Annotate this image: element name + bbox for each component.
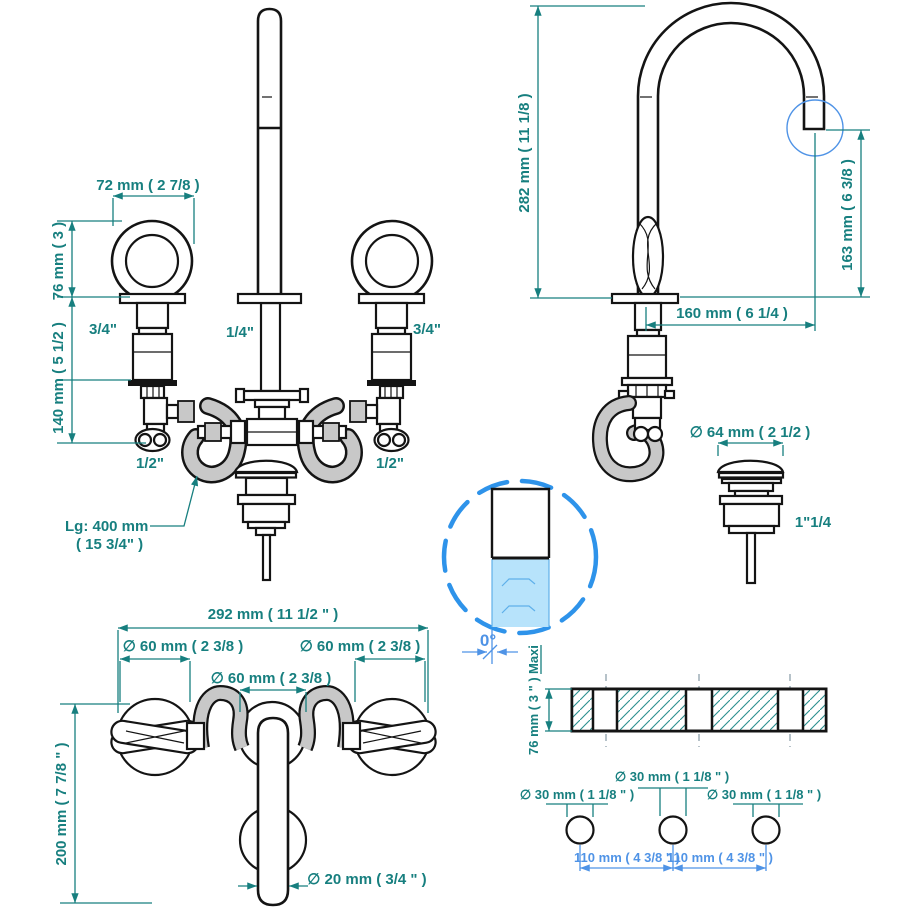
- dimension-spout-reach: 160 mm ( 6 1/4 ): [645, 133, 816, 331]
- label-spacing-left: 110 mm ( 4 3/8 " ): [574, 850, 680, 865]
- label-left-bottom: 1/2": [136, 455, 164, 472]
- dimension-spout-height: 163 mm ( 6 3/8 ): [680, 129, 870, 298]
- gooseneck-spout: [631, 1, 826, 301]
- left-handle-top: [110, 693, 242, 775]
- dimension-heights-left: 76 mm ( 3 ) 140 mm ( 5 1/2 ): [50, 220, 146, 444]
- label-waste-diameter: ∅ 64 mm ( 2 1/2 ): [690, 424, 811, 441]
- label-overall-width: 292 mm ( 11 1/2 " ): [208, 606, 339, 623]
- front-view: 72 mm ( 2 7/8 ) 76 mm ( 3 ) 140 mm ( 5 1…: [50, 7, 441, 582]
- dimension-waste-diameter: ∅ 64 mm ( 2 1/2 ) 1"1/4: [690, 424, 832, 531]
- label-width-top: 72 mm ( 2 7/8 ): [96, 177, 199, 194]
- pop-up-drain-front: [233, 459, 299, 582]
- dimension-hole-center: ∅ 30 mm ( 1 1/8 " ): [615, 769, 729, 816]
- label-spacing-right: 110 mm ( 4 3/8 " ): [667, 850, 773, 865]
- label-right-handle-diameter: ∅ 60 mm ( 2 3/8 ): [300, 638, 421, 655]
- pop-up-drain-side: [716, 459, 785, 585]
- label-spout-tube-diameter: ∅ 20 mm ( 3/4 " ): [307, 871, 426, 888]
- label-hose-length-inches: ( 15 3/4" ): [76, 536, 143, 553]
- flexible-hose-side: [591, 395, 665, 483]
- escutcheons: [118, 292, 426, 305]
- label-left-handle-diameter: ∅ 60 mm ( 2 3/8 ): [123, 638, 244, 655]
- spout-column: [256, 7, 283, 393]
- label-center-inlet: 1/4": [226, 324, 254, 341]
- label-hole-right: ∅ 30 mm ( 1 1/8 " ): [707, 787, 821, 802]
- angle-annotation: 0°: [462, 630, 518, 664]
- dimension-hole-spacing: 110 mm ( 4 3/8 " ) 110 mm ( 4 3/8 " ): [574, 845, 773, 872]
- dimension-depth: 200 mm ( 7 7/8 " ): [53, 703, 152, 904]
- label-height-under: 140 mm ( 5 1/2 ): [50, 322, 67, 434]
- center-tee-assembly: [196, 387, 348, 447]
- top-view: 292 mm ( 11 1/2 " ) ∅ 60 mm ( 2 3/8 ) ∅ …: [53, 606, 437, 907]
- left-valve-assembly: [126, 301, 196, 453]
- spout-outlet-section: [490, 487, 551, 558]
- water-break-mark: [501, 578, 536, 587]
- dimension-right-handle-diameter: ∅ 60 mm ( 2 3/8 ): [300, 638, 426, 702]
- left-handle: [110, 219, 194, 303]
- right-handle-top: [305, 693, 437, 775]
- installation-view: 76 mm ( 3 " ) Maxi ∅ 30 mm ( 1 1/8 " ) ∅…: [520, 645, 828, 872]
- mounting-holes: [565, 815, 781, 845]
- label-hose-length: Lg: 400 mm: [65, 518, 148, 535]
- right-valve-assembly: [348, 301, 418, 453]
- water-stream: [492, 559, 549, 627]
- label-spout-reach: 160 mm ( 6 1/4 ): [676, 305, 788, 322]
- label-right-bottom: 1/2": [376, 455, 404, 472]
- dimension-left-handle-diameter: ∅ 60 mm ( 2 3/8 ): [119, 638, 244, 702]
- label-stream-angle: 0°: [480, 631, 496, 650]
- dimension-hole-right: ∅ 30 mm ( 1 1/8 " ): [707, 787, 821, 817]
- label-hole-left: ∅ 30 mm ( 1 1/8 " ): [520, 787, 634, 802]
- label-deck-thickness: 76 mm ( 3 " ): [526, 677, 541, 755]
- detail-circle: [441, 478, 599, 636]
- right-handle: [350, 219, 434, 303]
- dimension-spout-tube-diameter: ∅ 20 mm ( 3/4 " ): [238, 871, 427, 890]
- label-left-inlet: 3/4": [89, 321, 117, 338]
- label-total-height: 282 mm ( 11 1/8 ): [516, 93, 533, 212]
- water-break-mark: [501, 605, 536, 614]
- label-waste-thread: 1"1/4: [795, 514, 832, 531]
- spout-angle-detail: 0°: [441, 478, 599, 664]
- spout-tube-top: [256, 716, 290, 907]
- connection-labels-front: 3/4" 1/4" 3/4" 1/2" 1/2": [89, 321, 441, 472]
- dimension-overall-width: 292 mm ( 11 1/2 " ): [117, 606, 429, 713]
- label-height-handle: 76 mm ( 3 ): [50, 222, 67, 300]
- label-deck-thickness-note: Maxi: [526, 645, 541, 674]
- deck-section: [570, 674, 828, 747]
- label-depth: 200 mm ( 7 7/8 " ): [53, 742, 70, 865]
- dimension-total-height: 282 mm ( 11 1/8 ): [516, 5, 645, 299]
- label-right-inlet: 3/4": [413, 321, 441, 338]
- hose-length-callout: Lg: 400 mm ( 15 3/4" ): [65, 475, 199, 553]
- dimension-hole-left: ∅ 30 mm ( 1 1/8 " ): [520, 787, 634, 817]
- label-hole-center: ∅ 30 mm ( 1 1/8 " ): [615, 769, 729, 784]
- dimension-center-diameter: ∅ 60 mm ( 2 3/8 ): [211, 670, 332, 712]
- dimension-deck-thickness: 76 mm ( 3 " ) Maxi: [526, 645, 572, 755]
- label-spout-height: 163 mm ( 6 3/8 ): [839, 159, 856, 271]
- side-view: 282 mm ( 11 1/8 ) 163 mm ( 6 3/8 ) 160 m…: [516, 1, 870, 585]
- label-center-diameter: ∅ 60 mm ( 2 3/8 ): [211, 670, 332, 687]
